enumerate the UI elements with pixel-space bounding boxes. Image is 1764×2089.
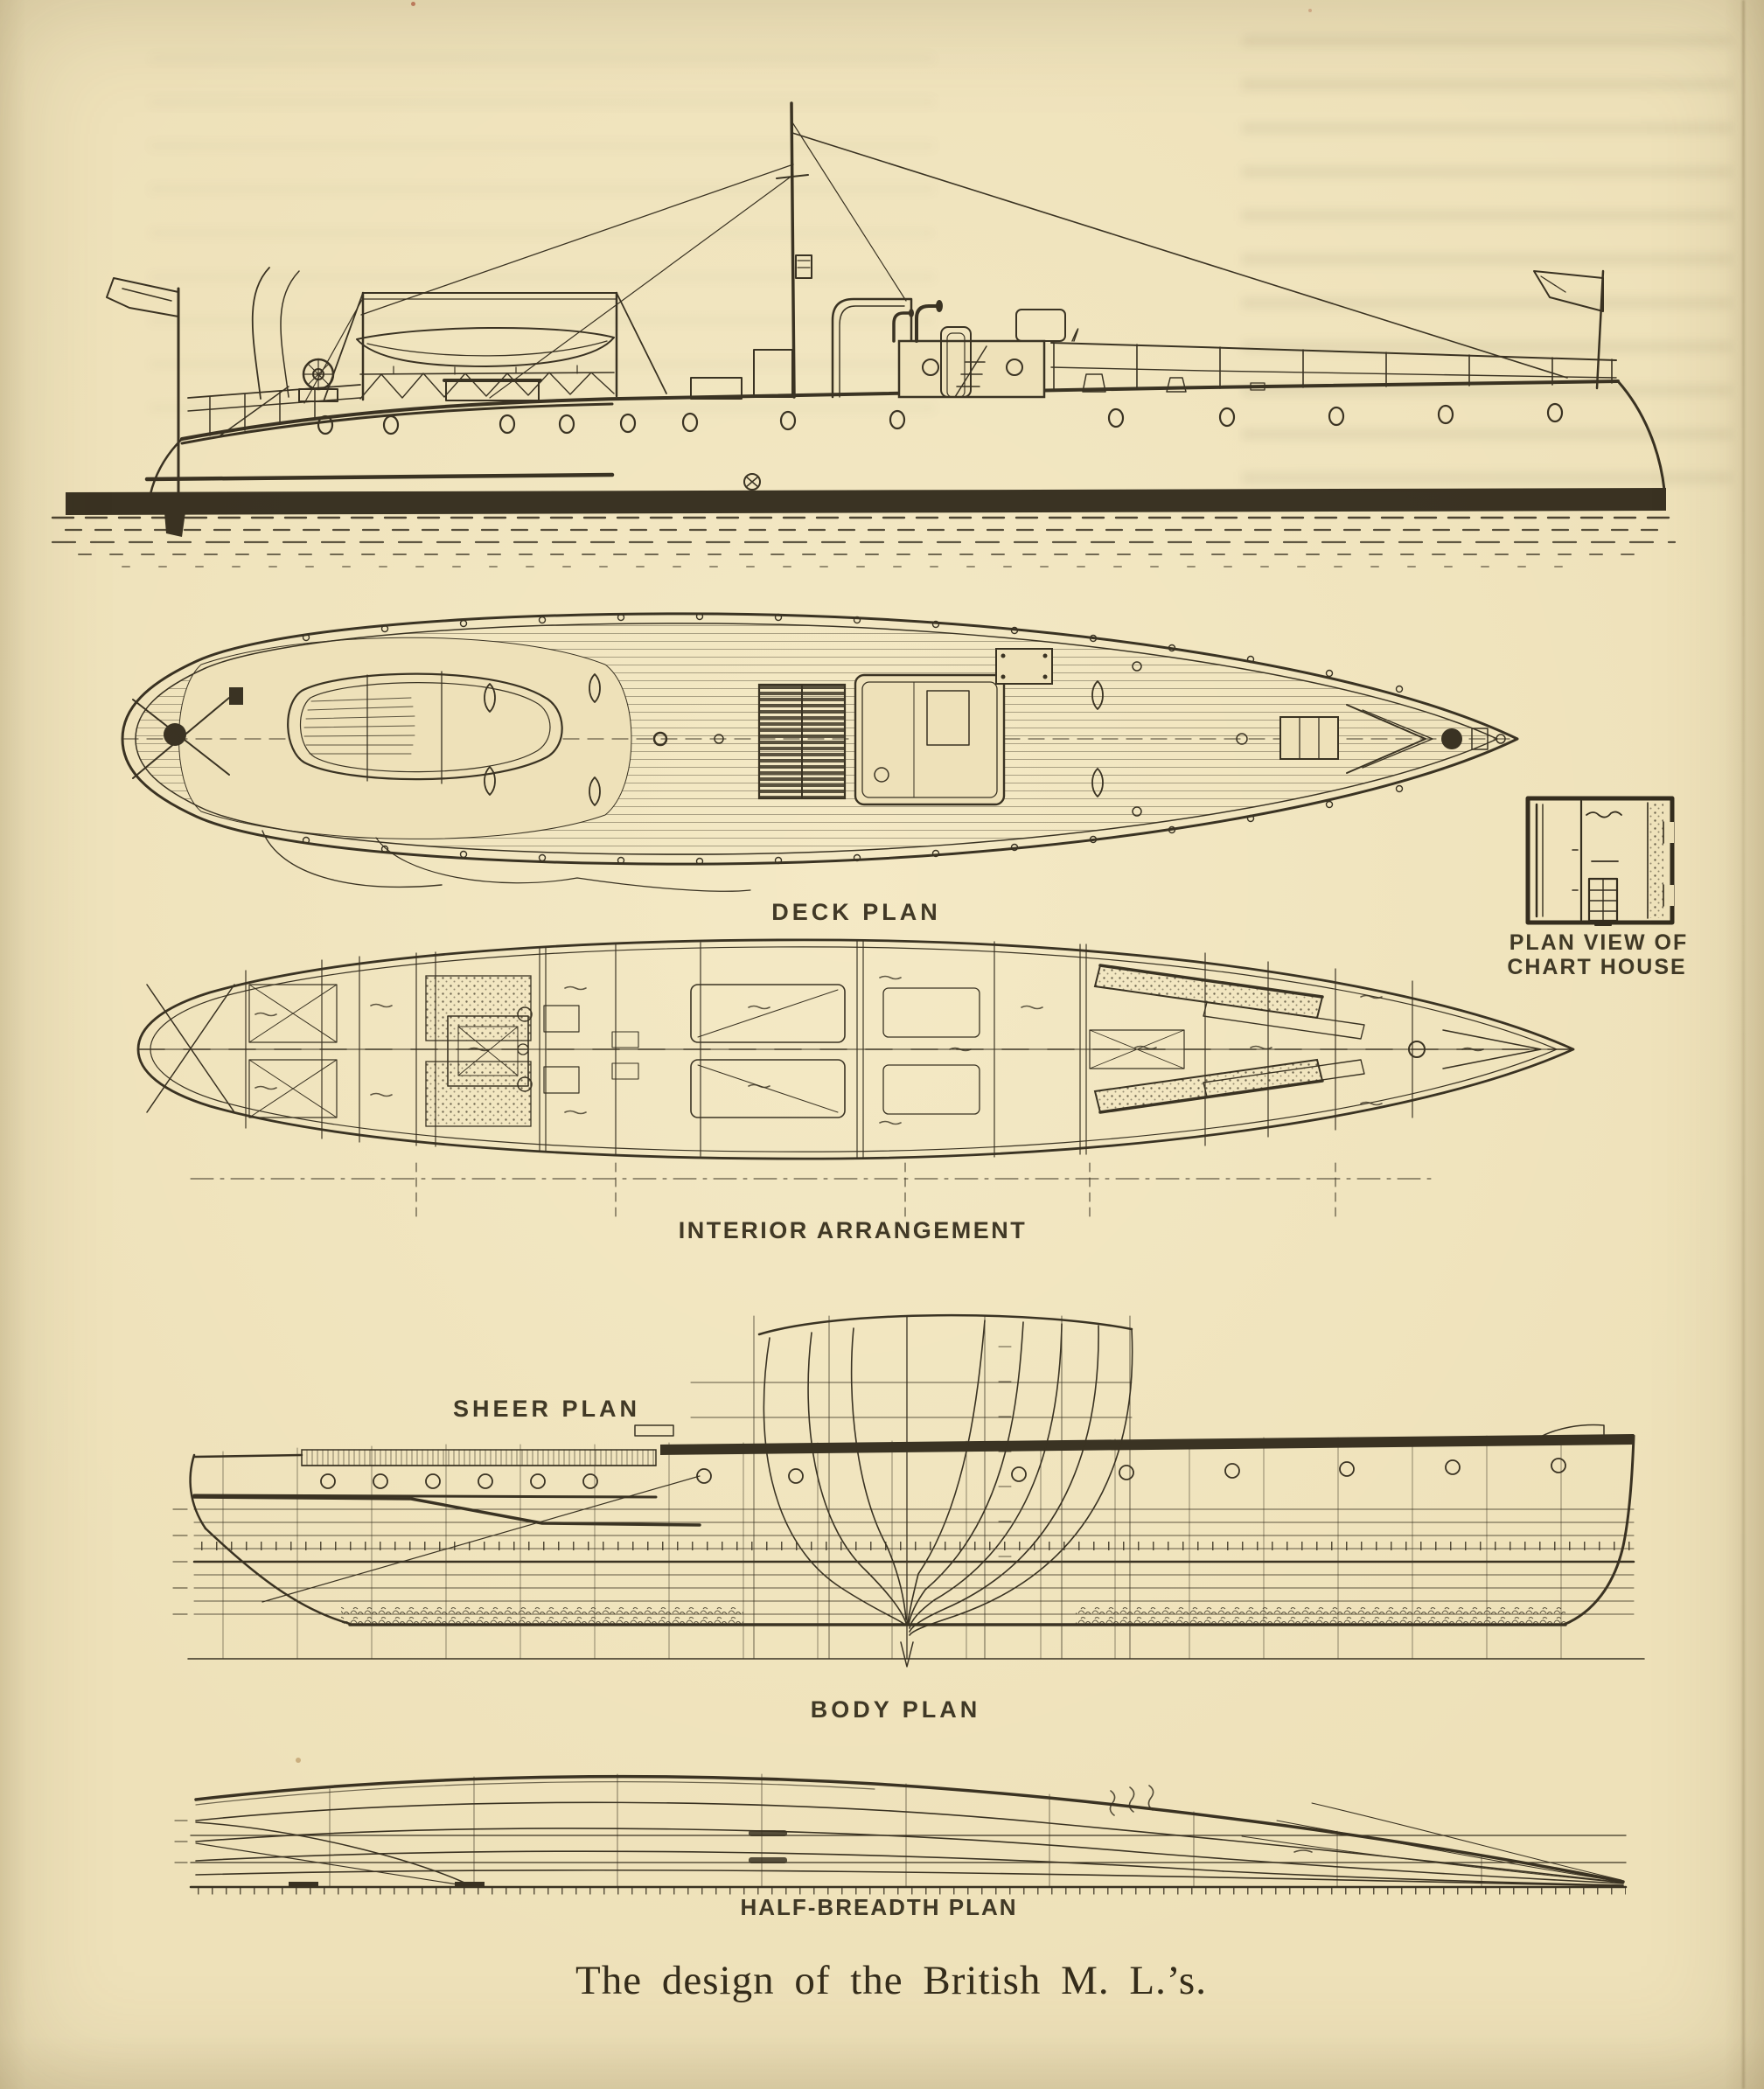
paper-speck — [296, 1758, 301, 1763]
side-elevation-drawing — [51, 101, 1677, 568]
paper-speck — [411, 2, 415, 6]
label-half-breadth-plan: HALF-BREADTH PLAN — [740, 1894, 1018, 1920]
page-gutter-shadow — [1742, 0, 1745, 2089]
label-chart-house-line2: CHART HOUSE — [1507, 955, 1687, 979]
deck-plan-drawing — [121, 612, 1519, 892]
half-breadth-plan-drawing — [174, 1773, 1628, 1895]
chart-house-inset-drawing — [1525, 796, 1675, 926]
label-body-plan: BODY PLAN — [810, 1696, 981, 1723]
paper-speck — [1308, 9, 1312, 12]
figure-caption: The design of the British M. L.’s. — [575, 1958, 1207, 2003]
label-deck-plan: DECK PLAN — [771, 899, 941, 925]
label-chart-house-line1: PLAN VIEW OF — [1509, 930, 1689, 955]
label-sheer-plan: SHEER PLAN — [452, 1396, 641, 1422]
label-interior-arrangement: INTERIOR ARRANGEMENT — [678, 1217, 1028, 1243]
interior-arrangement-drawing — [136, 938, 1575, 1218]
sheer-body-plan-drawing — [172, 1313, 1645, 1668]
